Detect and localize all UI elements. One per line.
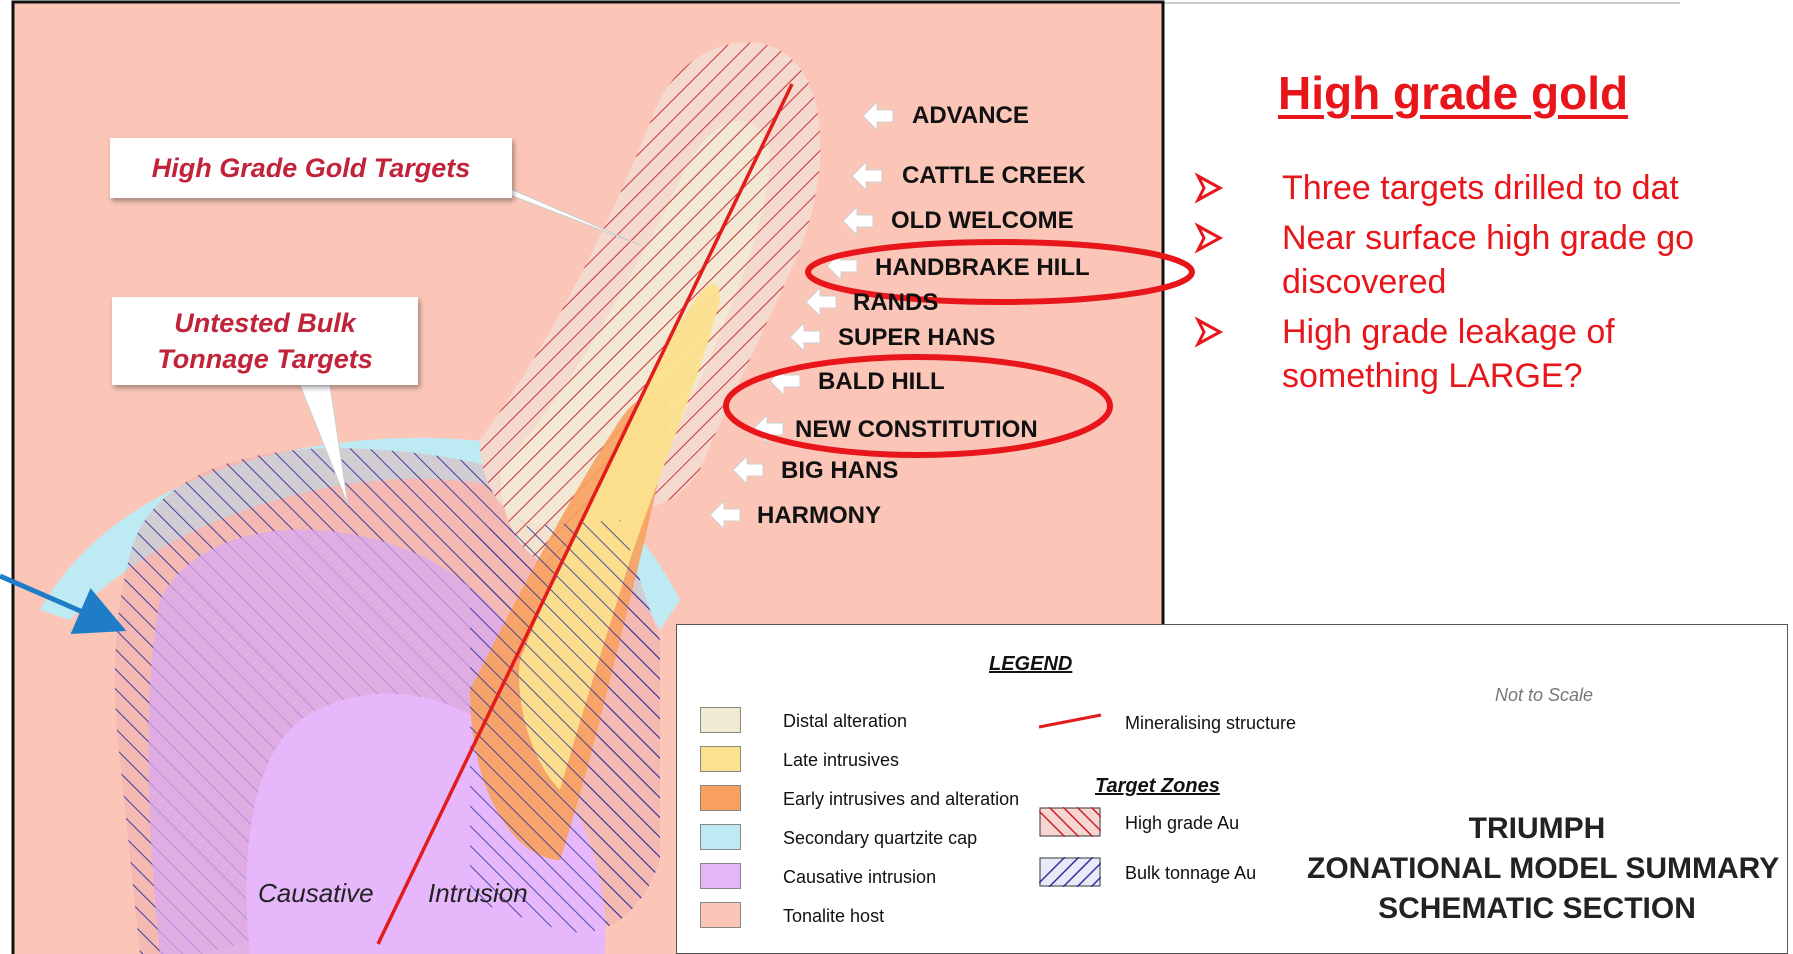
bullet-text: Three targets drilled to dat <box>1282 169 1679 207</box>
summary-line2: ZONATIONAL MODEL SUMMARY <box>1307 852 1780 885</box>
untested-bulk-tonnage-callout: Untested Bulk Tonnage Targets <box>112 297 418 385</box>
high-grade-au-label: High grade Au <box>1125 813 1240 833</box>
deposit-old-welcome: OLD WELCOME <box>891 207 1074 234</box>
bulk-callout-pointer <box>299 384 349 506</box>
panel-frame <box>11 0 1165 954</box>
side-panel-bullets: Three targets drilled to dat Near surfac… <box>1190 166 1793 404</box>
arrow-icon <box>732 454 764 486</box>
legend-box: LEGEND Not to Scale Distal alteration La… <box>676 624 1788 954</box>
deposit-arrows <box>709 100 894 531</box>
bullet-item: Three targets drilled to dat <box>1190 166 1793 210</box>
arrow-icon <box>789 321 821 353</box>
bulk-tonnage-au-label: Bulk tonnage Au <box>1125 863 1257 883</box>
arrow-icon <box>805 286 837 318</box>
deposit-handbrake-hill: HANDBRAKE HILL <box>875 254 1090 281</box>
causative-label: Causative <box>258 878 374 908</box>
handbrake-hill-highlight <box>805 239 1195 305</box>
target-zones-title: Target Zones <box>1095 775 1220 797</box>
bullet-text: High grade leakage of <box>1282 313 1615 351</box>
callout-text: High Grade Gold Targets <box>151 153 471 183</box>
swatch-early-intrusives <box>700 785 741 811</box>
summary-line1: TRIUMPH <box>1468 812 1606 845</box>
deposit-advance: ADVANCE <box>912 102 1029 129</box>
arrow-icon <box>851 160 883 192</box>
swatch-causative-intrusion <box>700 863 741 889</box>
bullet-text-cont: discovered <box>1282 263 1447 301</box>
swatch-late-intrusives <box>700 746 741 772</box>
deposit-new-constitution: NEW CONSTITUTION <box>795 416 1038 443</box>
arrow-icon <box>842 205 874 237</box>
callout-text-line1: Untested Bulk <box>174 308 356 338</box>
legend-title: LEGEND <box>989 653 1073 675</box>
bullet-item: High grade leakage of something LARGE? <box>1190 310 1793 398</box>
intrusion-label: Intrusion <box>428 878 528 908</box>
bullet-item: Near surface high grade go discovered <box>1190 216 1793 304</box>
deposit-harmony: HARMONY <box>757 502 881 529</box>
legend-item-label: Causative intrusion <box>783 867 937 887</box>
blue-pointer-arrow <box>0 573 127 634</box>
swatch-quartzite-cap <box>700 824 741 850</box>
legend-item-label: Late intrusives <box>783 750 900 770</box>
deposit-super-hans: SUPER HANS <box>838 324 996 351</box>
arrow-icon <box>709 499 741 531</box>
bullet-text: Near surface high grade go <box>1282 219 1695 257</box>
side-panel-title: High grade gold <box>1278 67 1629 119</box>
legend-item-label: Tonalite host <box>783 906 885 926</box>
swatch-distal-alteration <box>700 707 741 733</box>
high-grade-au-swatch <box>1039 807 1101 837</box>
bulk-tonnage-au-swatch <box>1039 857 1101 887</box>
arrow-icon <box>862 100 894 132</box>
not-to-scale-label: Not to Scale <box>1495 685 1594 705</box>
mineralising-structure-symbol <box>1038 713 1102 729</box>
summary-line3: SCHEMATIC SECTION <box>1378 892 1696 925</box>
arrowhead-bullet-icon <box>1194 172 1224 204</box>
deposit-big-hans: BIG HANS <box>781 457 899 484</box>
arrowhead-bullet-icon <box>1194 316 1224 348</box>
legend-item-label: Secondary quartzite cap <box>783 828 978 848</box>
bullet-text-cont: something LARGE? <box>1282 357 1583 395</box>
legend-item-label: Early intrusives and alteration <box>783 789 1020 809</box>
legend-item-label: Distal alteration <box>783 711 908 731</box>
deposit-cattle-creek: CATTLE CREEK <box>902 162 1086 189</box>
bald-hill-new-constitution-highlight <box>723 354 1113 458</box>
deposit-bald-hill: BALD HILL <box>818 368 945 395</box>
high-grade-gold-targets-callout: High Grade Gold Targets <box>110 138 512 198</box>
callout-text-line2: Tonnage Targets <box>157 344 373 374</box>
summary-title: TRIUMPH ZONATIONAL MODEL SUMMARY SCHEMAT… <box>1307 809 1780 929</box>
swatch-tonalite-host <box>700 902 741 928</box>
mineralising-structure-label: Mineralising structure <box>1125 713 1297 733</box>
deposit-rands: RANDS <box>853 289 939 316</box>
mineralising-structure <box>376 83 794 945</box>
arrowhead-bullet-icon <box>1194 222 1224 254</box>
